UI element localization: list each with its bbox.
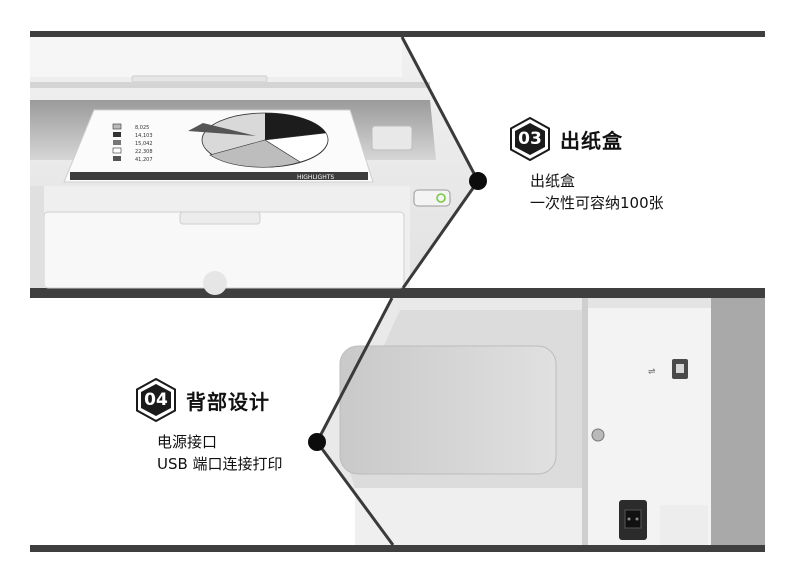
feature-04-line-1: 电源接口 [157,433,218,451]
legend-value-4: 22,308 [135,149,153,155]
feature-03-line-2: 一次性可容纳100张 [530,194,664,212]
legend-value-1: 8,025 [135,125,149,131]
screw-icon [591,428,605,442]
legend-value-5: 41,207 [135,157,153,163]
feature-04-description: 电源接口 USB 端口连接打印 [157,431,283,475]
bottom-band [30,545,765,552]
hexagon-badge-icon: 03 [508,117,552,161]
feature-03-line-1: 出纸盒 [530,172,576,190]
usb-port-icon [672,359,688,379]
printed-paper: HIGHLIGHTS 8,025 14,103 15,042 22,308 41… [63,109,374,183]
feature-04-title: 背部设计 [186,389,270,414]
feature-04-line-2: USB 端口连接打印 [157,455,283,473]
connector-dot-03 [469,172,487,190]
middle-band [30,288,765,298]
feature-03-title: 出纸盒 [560,128,623,153]
feature-04-number: 04 [144,390,168,410]
legend-value-2: 14,103 [135,133,153,139]
feature-03-description: 出纸盒 一次性可容纳100张 [530,170,664,214]
power-icon [436,193,446,203]
top-band [30,31,765,37]
power-socket-icon [619,500,647,540]
feature-04-heading: 04 背部设计 [134,378,270,422]
paper-banner: HIGHLIGHTS [297,174,334,181]
hexagon-badge-icon: 04 [134,378,178,422]
legend-value-3: 15,042 [135,141,153,147]
feature-03-number: 03 [518,129,542,149]
svg-text:⇌: ⇌ [648,367,656,377]
connector-dot-04 [308,433,326,451]
feature-03-heading: 03 出纸盒 [508,117,623,161]
